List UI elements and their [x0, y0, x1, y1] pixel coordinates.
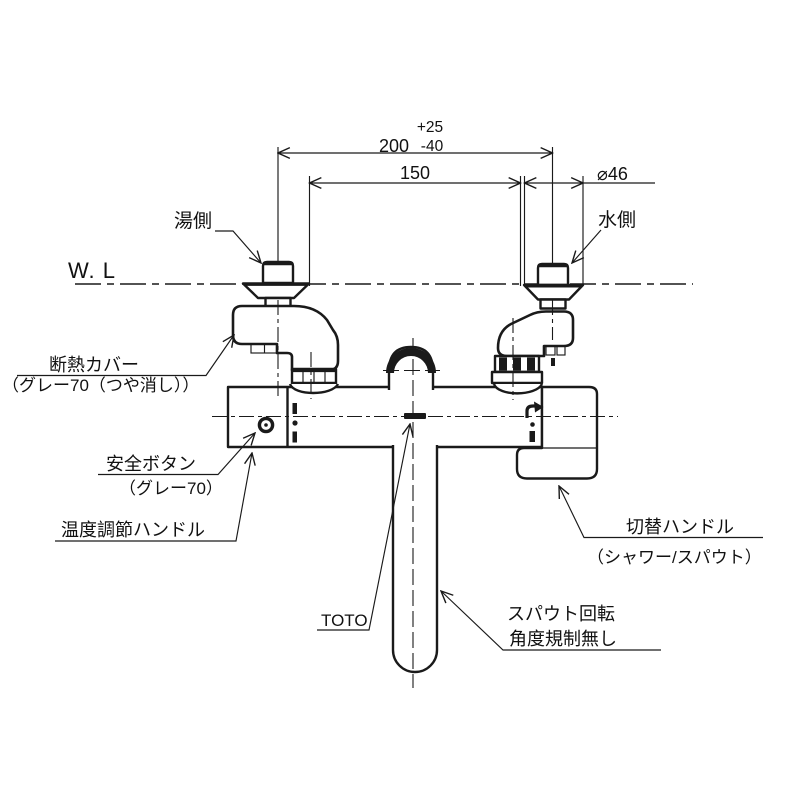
insulation-cover-note: （グレー70（つや消し）） [2, 376, 199, 395]
hot-valve [231, 260, 340, 385]
shower-elbow [386, 345, 436, 390]
hot-side-label: 湯側 [174, 210, 212, 232]
leader-safety-button [98, 433, 255, 476]
brand-label: TOTO [321, 611, 368, 630]
switch-indicator-icons [525, 401, 544, 442]
dim-flange-diameter: ⌀46 [597, 164, 628, 184]
insulation-cover-label: 断熱カバー [49, 355, 139, 375]
hot-inlet-dome [288, 383, 340, 395]
leader-cold-side [572, 229, 602, 263]
switch-handle [515, 385, 599, 480]
dim-pitch-tol-minus: -40 [421, 138, 444, 155]
switch-handle-note: （シャワー/スパウト） [587, 548, 762, 567]
safety-button [257, 416, 275, 434]
spout [391, 445, 439, 674]
dim-pitch-value: 200 [379, 136, 409, 156]
cold-side-label: 水側 [598, 209, 636, 231]
temp-handle-label: 温度調節ハンドル [61, 520, 205, 540]
spout-note-line1: スパウト回転 [507, 604, 615, 624]
spout-note-line2: 角度規制無し [509, 629, 617, 649]
leader-temp-handle [55, 453, 252, 542]
dim-pitch-tol-plus: +25 [417, 119, 443, 136]
leader-spout-note [441, 591, 661, 651]
leader-lines [17, 229, 763, 651]
annotations: +25 200 -40 150 ⌀46 W. L 湯側 水側 断熱カバー （グレ… [2, 119, 762, 649]
temp-scale-mark [292, 431, 297, 443]
switch-handle-label: 切替ハンドル [626, 517, 734, 537]
brand-logo-mark [404, 413, 426, 419]
dim-inner-span: 150 [400, 163, 430, 183]
water-line-label: W. L [68, 258, 116, 283]
safety-button-label: 安全ボタン [106, 454, 196, 474]
dimension-lines [278, 147, 655, 300]
temp-scale-dot [292, 420, 298, 426]
leader-switch-handle [559, 486, 763, 539]
leader-brand [317, 424, 410, 631]
leader-hot-side [215, 230, 261, 263]
cold-inlet-dome [492, 383, 544, 395]
cold-valve [490, 262, 585, 385]
safety-button-note: （グレー70） [119, 479, 223, 498]
body-details [257, 401, 544, 443]
insulation-cover-hot [231, 304, 340, 372]
insulation-cover-cold [496, 310, 575, 358]
temp-scale-mark [292, 403, 297, 414]
leader-insulation-cover [17, 335, 234, 377]
